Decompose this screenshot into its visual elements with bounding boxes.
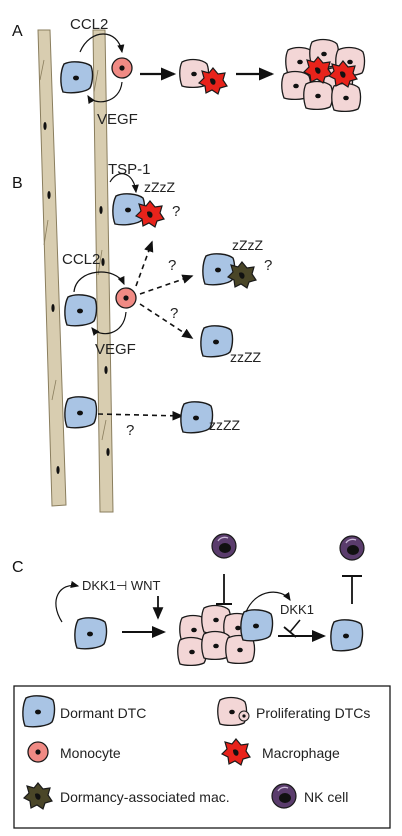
proliferating-cluster-a: [281, 38, 366, 113]
legend-monocyte: Monocyte: [60, 745, 121, 761]
dormant-dtc-b4: [200, 325, 234, 358]
legend-dormant-dtc: Dormant DTC: [60, 705, 146, 721]
macrophage-b: [135, 200, 165, 228]
zzz-label-b2: zZzZ: [232, 237, 264, 253]
vegf-label-a: VEGF: [97, 111, 138, 128]
question-b3: ?: [170, 305, 178, 322]
nk-cell-c1: [211, 533, 237, 559]
panel-c-label: C: [12, 559, 24, 576]
legend-macrophage: Macrophage: [262, 745, 340, 761]
question-b1: ?: [172, 203, 180, 220]
ccl2-arrow-b: [73, 271, 125, 293]
blood-vessel-left: [37, 29, 67, 507]
panel-b-label: B: [12, 175, 23, 192]
legend-dormancy-mac: Dormancy-associated mac.: [60, 789, 230, 805]
dormant-dtc-b2: [64, 294, 98, 327]
nk-cell-c2: [339, 535, 365, 561]
proliferating-cluster-c: [177, 604, 274, 667]
dormant-dtc-c2: [330, 619, 364, 652]
monocyte-a: [111, 57, 133, 79]
legend-dormant-dtc-icon: [22, 695, 56, 728]
vegf-arrow-a: [87, 81, 123, 105]
vegf-label-b: VEGF: [95, 341, 136, 358]
ccl2-label-b: CCL2: [62, 251, 100, 268]
blood-vessel-right: [92, 29, 114, 513]
zzz-label-b1: zZzZ: [144, 179, 176, 195]
dkk1-inhibit-c: [289, 619, 301, 633]
question-b4: ?: [264, 257, 272, 274]
ccl2-label-a: CCL2: [70, 16, 108, 33]
macrophage-a: [198, 67, 228, 95]
legend-proliferating-dtcs: Proliferating DTCs: [256, 705, 370, 721]
dormant-dtc-a: [60, 61, 94, 94]
monocyte-b: [115, 287, 137, 309]
dashed-arrow-dormant: [139, 303, 194, 339]
dashed-arrow-dmac: [139, 274, 194, 295]
dormant-dtc-b1: [112, 193, 146, 226]
dkk1-arrow-c: [245, 591, 291, 613]
vegf-arrow-b: [91, 311, 127, 336]
tsp1-arrow: [109, 173, 139, 194]
question-b5: ?: [126, 422, 134, 439]
legend-box: [13, 685, 391, 829]
panel-a-label: A: [12, 23, 23, 40]
dormant-dtc-c1: [74, 617, 108, 650]
dormant-dtc-b6: [180, 401, 214, 434]
tsp1-label: TSP-1: [108, 161, 151, 178]
zzz-label-b3: zzZZ: [230, 349, 262, 365]
dormancy-mac-b: [227, 261, 257, 289]
dkk1-autocrine-arrow: [55, 580, 80, 623]
dkk1-label-c: DKK1: [280, 602, 314, 617]
dkk1-wnt-label: DKK1⊣ WNT: [82, 578, 161, 593]
ccl2-arrow-a: [79, 33, 125, 54]
dashed-arrow-tsp: [135, 240, 154, 287]
question-b2: ?: [168, 257, 176, 274]
legend-proliferating-icon: [217, 696, 250, 727]
zzz-label-b4: zzZZ: [209, 417, 241, 433]
legend-nk-cell-icon: [271, 783, 297, 809]
dormant-dtc-b3: [202, 253, 236, 286]
legend-monocyte-icon: [27, 741, 49, 763]
legend-nk-cell: NK cell: [304, 789, 348, 805]
dormant-dtc-b5: [64, 396, 98, 429]
